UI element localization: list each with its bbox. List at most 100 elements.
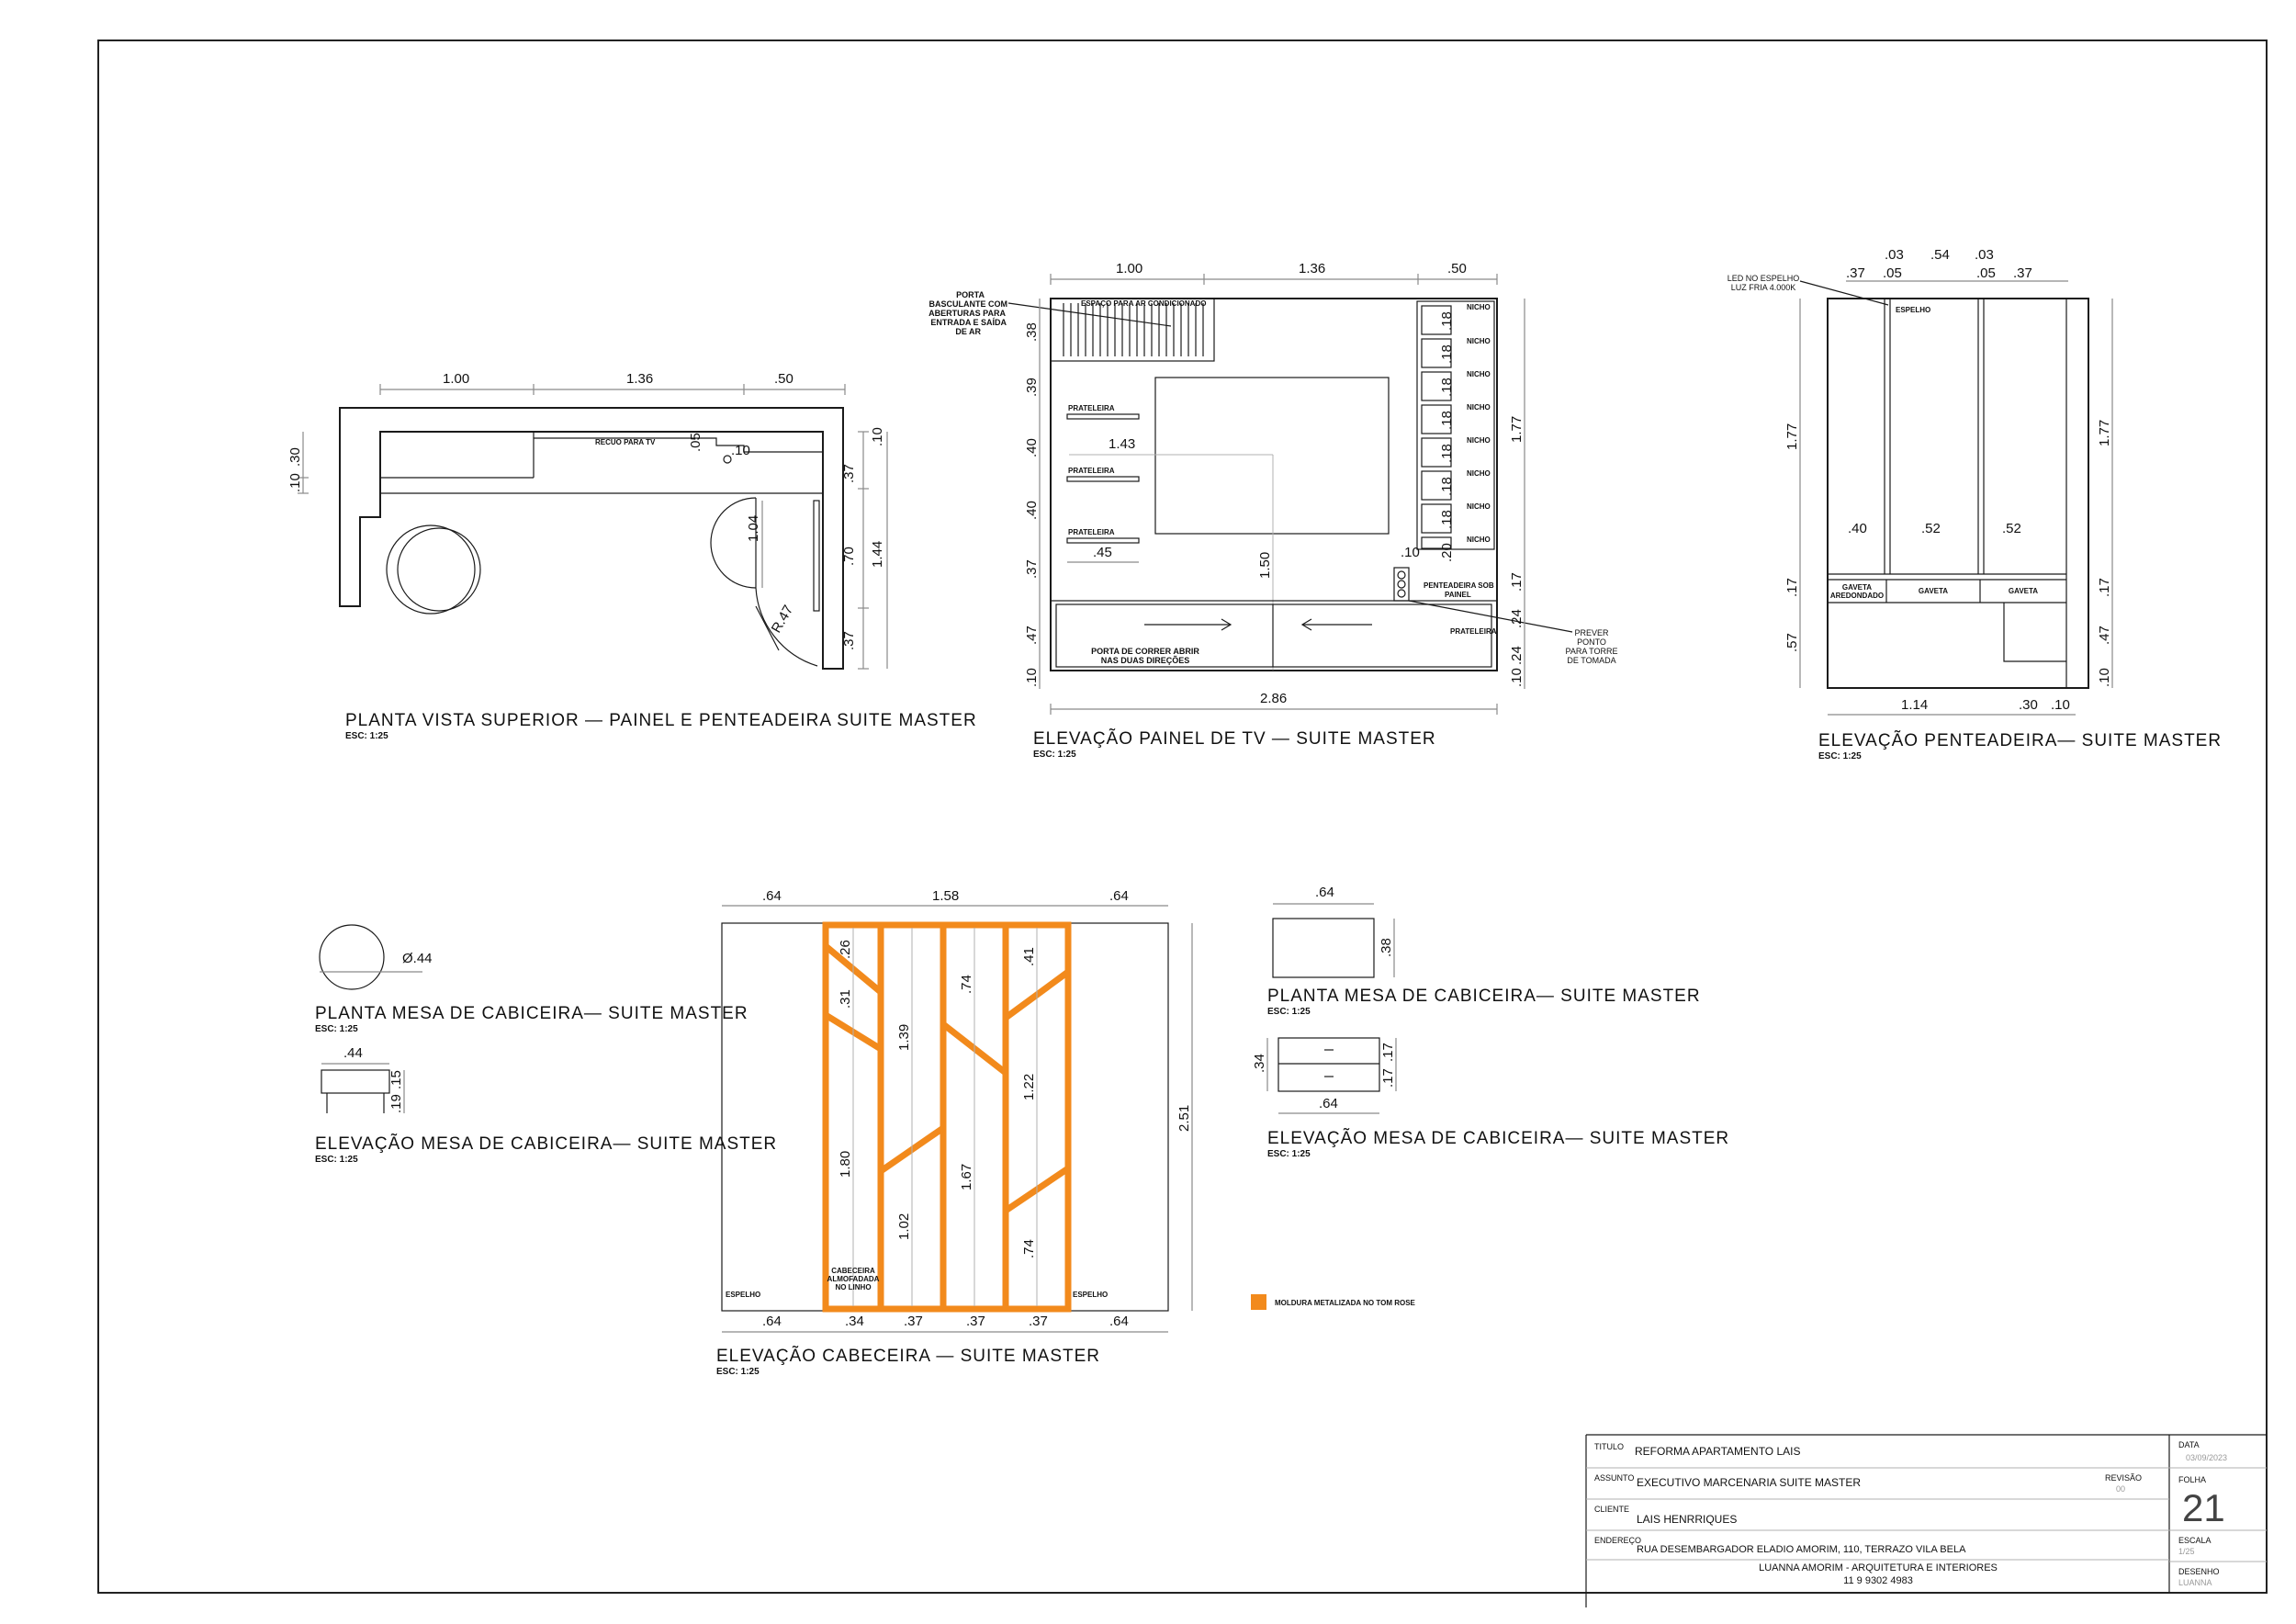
svg-text:.05: .05 [1976,265,1996,281]
svg-text:NAS DUAS DIREÇÕES: NAS DUAS DIREÇÕES [1101,656,1190,665]
svg-text:DE AR: DE AR [955,327,981,336]
dim-text: .24 [1509,646,1525,665]
plan-mesa-left-drawing: Ø.44 PLANTA MESA DE CABICEIRA— SUITE MAS… [315,924,748,1034]
dim-text: .37 [841,631,857,650]
dim-text: .24 [1509,609,1525,628]
drawing-scale: ESC: 1:25 [1267,1149,1311,1159]
dim-text: 1.00 [1116,261,1142,276]
drawing-title: ELEVAÇÃO PAINEL DE TV — SUITE MASTER [1033,728,1436,749]
dim-text: 1.50 [1257,552,1273,579]
drawing-scale: ESC: 1:25 [345,731,388,741]
svg-text:.74: .74 [1021,1239,1037,1258]
svg-text:1.02: 1.02 [896,1213,912,1240]
svg-text:.18: .18 [1439,444,1455,463]
escala-value: 1/25 [2178,1547,2195,1556]
svg-text:PREVER: PREVER [1574,628,1609,637]
porta-correr-label: PORTA DE CORRER ABRIR NAS DUAS DIREÇÕES [1091,647,1199,665]
data-value: 03/09/2023 [2186,1453,2227,1462]
drawing-title: ELEVAÇÃO MESA DE CABICEIRA— SUITE MASTER [1267,1128,1729,1148]
svg-text:ALMOFADADA: ALMOFADADA [827,1275,880,1283]
svg-text:ESPELHO: ESPELHO [1073,1291,1108,1299]
svg-text:.38: .38 [1379,938,1394,957]
svg-text:.41: .41 [1021,947,1037,966]
svg-text:PORTA DE CORRER ABRIR: PORTA DE CORRER ABRIR [1091,647,1199,656]
drawing-scale: ESC: 1:25 [1818,751,1862,761]
frame-panel [1002,921,1072,1313]
dim-text: 1.36 [626,371,653,387]
drawing-title: ELEVAÇÃO PENTEADEIRA— SUITE MASTER [1818,730,2222,750]
svg-text:.18: .18 [1439,411,1455,430]
dim-text: .37 [1024,559,1040,579]
svg-text:NICHO: NICHO [1467,502,1491,511]
dim-text: 1.36 [1299,261,1325,276]
legend: MOLDURA METALIZADA NO TOM ROSE [1251,1294,1416,1310]
svg-text:.37: .37 [1029,1314,1048,1329]
svg-text:.17: .17 [1380,1068,1396,1088]
drawing-scale: ESC: 1:25 [1033,750,1076,760]
shelves: PRATELEIRA PRATELEIRA PRATELEIRA [1066,404,1140,544]
svg-text:1.22: 1.22 [1021,1074,1037,1100]
titulo-label: TITULO [1594,1442,1624,1451]
espaco-label: ESPAÇO PARA AR CONDICIONADO [1081,299,1206,308]
svg-text:.05: .05 [1883,265,1902,281]
titulo-value: REFORMA APARTAMENTO LAIS [1635,1445,1801,1458]
svg-text:LED NO ESPELHO: LED NO ESPELHO [1728,274,1800,283]
svg-text:NICHO: NICHO [1467,469,1491,478]
svg-text:.64: .64 [1315,885,1334,900]
svg-text:PORTA: PORTA [956,290,985,299]
svg-text:.52: .52 [2002,521,2021,536]
escala-label: ESCALA [2178,1536,2212,1545]
svg-text:2.51: 2.51 [1176,1105,1192,1132]
dim-text: .40 [1024,501,1040,520]
dim-text: .45 [1093,545,1112,560]
svg-text:.64: .64 [762,888,782,904]
revisao-value: 00 [2116,1484,2125,1494]
elev-mesa-right-drawing: .34 .17 .17 .64 ELEVAÇÃO MESA DE CABICEI… [1252,1037,1729,1159]
svg-text:LUZ FRIA 4.000K: LUZ FRIA 4.000K [1731,283,1796,292]
elev-cabeceira-drawing: .64 1.58 .64 ESPELHO ESPELHO .26 .31 1.8… [716,888,1193,1377]
svg-text:.54: .54 [1930,247,1950,263]
svg-text:.37: .37 [966,1314,985,1329]
empresa: LUANNA AMORIM - ARQUITETURA E INTERIORES [1759,1562,1998,1573]
elev-penteadeira-drawing: .03 .54 .03 .37 .05 .05 .37 LED NO ESPEL… [1728,247,2222,761]
elev-tv-drawing: 1.00 1.36 .50 ESPAÇO PARA AR CONDICIONAD… [929,261,1617,760]
dim-text: 1.43 [1109,436,1135,452]
drawing-title: ELEVAÇÃO MESA DE CABICEIRA— SUITE MASTER [315,1133,777,1154]
dim-text: .50 [774,371,793,387]
svg-text:ESPELHO: ESPELHO [726,1291,760,1299]
svg-text:.64: .64 [762,1314,782,1329]
dim-text: .50 [1447,261,1467,276]
svg-text:.17: .17 [2097,578,2112,597]
svg-text:CABECEIRA: CABECEIRA [831,1267,875,1275]
svg-text:.10: .10 [2051,697,2070,713]
drawing-title: ELEVAÇÃO CABECEIRA — SUITE MASTER [716,1346,1100,1366]
dim-text: .40 [1024,438,1040,457]
svg-text:.74: .74 [959,975,974,994]
svg-text:.37: .37 [1846,265,1865,281]
svg-text:.64: .64 [1109,1314,1129,1329]
gaveta-labels: GAVETA AREDONDADO GAVETA GAVETA [1830,583,2038,600]
dim-text: 1.00 [443,371,469,387]
dim-text: .39 [1024,378,1040,397]
svg-text:NICHO: NICHO [1467,436,1491,445]
svg-text:.37: .37 [2013,265,2032,281]
svg-text:GAVETA: GAVETA [1842,583,1872,592]
legend-swatch [1251,1294,1266,1310]
svg-text:.26: .26 [838,940,853,959]
dim-text: .10 [870,427,885,446]
svg-text:.47: .47 [2097,626,2112,645]
svg-text:.44: .44 [343,1045,363,1061]
svg-text:ABERTURAS PARA: ABERTURAS PARA [929,309,1006,318]
svg-text:.18: .18 [1439,510,1455,529]
recuo-label: RECUO PARA TV [595,438,656,446]
drawing-scale: ESC: 1:25 [315,1024,358,1034]
cliente-label: CLIENTE [1594,1505,1629,1514]
svg-text:.30: .30 [2019,697,2038,713]
svg-text:.37: .37 [904,1314,923,1329]
dim-text: .05 [688,433,703,452]
plan-panel-drawing: 1.00 1.36 .50 RECUO PARA TV .05 .10 1.04… [287,371,976,741]
dim-text: .10 [1024,668,1040,687]
legend-label: MOLDURA METALIZADA NO TOM ROSE [1275,1299,1416,1307]
penteadeira-label: PENTEADEIRA SOB PAINEL [1424,581,1494,599]
